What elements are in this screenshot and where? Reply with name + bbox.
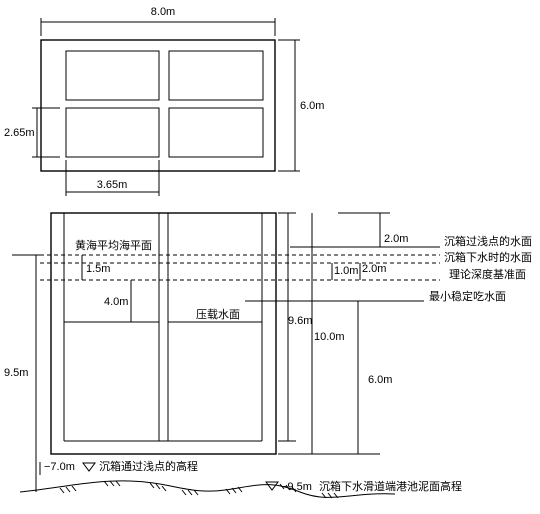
plan-cell-2 [168,50,264,101]
min-draft-label: 最小稳定吃水面 [429,289,506,303]
dim-6-0-label: 6.0m [368,374,392,386]
slipway-level-triangle-icon [265,481,279,491]
dim-9-6-label: 9.6m [288,315,312,327]
shoal-level-triangle-icon [82,462,96,472]
plan-view: 8.0m 6.0m 2.65m 3.65m [4,6,324,196]
over-shoal-label: 沉箱过浅点的水面 [444,234,532,248]
seabed-line [19,480,396,498]
plan-cell-4 [168,107,264,158]
datum-label: 理论深度基准面 [449,267,526,281]
dim-10-0-label: 10.0m [314,331,345,343]
dim-2-0-mid-label: 2.0m [362,263,386,275]
ballast-label: 压载水面 [196,308,240,321]
plan-cell-1 [65,50,160,101]
plan-height-label: 6.0m [300,100,324,112]
slipway-elev-label: 沉箱下水滑道端港池泥面高程 [319,479,462,493]
shoal-elev-value: −7.0m [44,461,75,473]
section-view: 压载水面 黄海平均海平面 沉箱过浅点的水面 沉箱下水时的水面 理论深度基准面 最… [4,212,532,499]
msl-label: 黄海平均海平面 [75,238,152,252]
dim-1-0-label: 1.0m [334,265,358,277]
dim-1-5-label: 1.5m [86,263,110,275]
seabed-hatching [59,480,339,499]
dim-9-5-label: 9.5m [4,367,28,379]
cell-width-label: 3.65m [97,179,128,191]
slipway-elev-value: −9.5m [281,481,312,493]
plan-cell-3 [65,107,160,158]
plan-outer-wall [40,39,276,172]
shoal-elev-label: 沉箱通过浅点的高程 [99,459,198,473]
plan-width-label: 8.0m [151,6,175,18]
dim-2-0-top-label: 2.0m [384,233,408,245]
cell-height-label: 2.65m [4,127,35,139]
launch-label: 沉箱下水时的水面 [444,250,532,264]
section-outer-wall [50,212,277,455]
dim-4-0-label: 4.0m [104,296,128,308]
